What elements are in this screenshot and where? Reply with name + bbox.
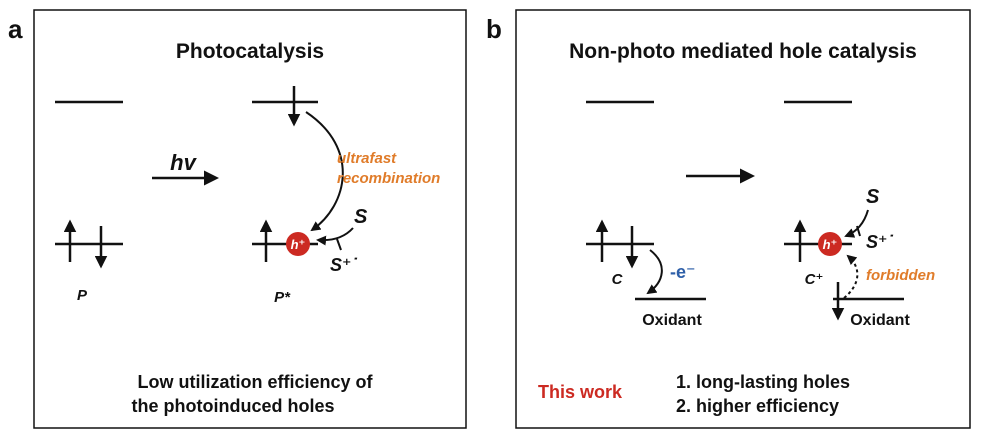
panel-a-substrate: S [354,206,368,228]
panel-b-hole-label: h⁺ [823,237,838,252]
panel-a-hole-icon [286,232,310,256]
electron-to-oxidant-arrow [646,249,663,295]
panel-a-radical-branch [336,238,342,251]
panel-a-substrate-radical: S⁺˙ [330,255,358,275]
electron-transfer-label: -e⁻ [670,262,696,282]
oxidant-label-left: Oxidant [642,312,702,329]
annotation-recombination: recombination [337,170,440,187]
catalyst-oxidized-label: C⁺ [805,271,824,288]
ground-state-label: P [77,287,88,304]
panel-b-frame [515,9,971,429]
panel-b-radical-branch [856,225,861,237]
feature-2-label: 2. higher efficiency [676,396,839,416]
panel-a-letter: a [8,14,23,44]
panel-b-substrate-radical: S⁺˙ [866,232,894,252]
panel-b-electron-transfer-arrow [844,209,869,238]
panel-a-title: Photocatalysis [176,40,324,63]
panel-b-letter: b [486,14,502,44]
panel-a-electron-transfer-arrow [316,227,354,246]
feature-1-label: 1. long-lasting holes [676,372,850,392]
panel-a-hole-label: h⁺ [291,237,306,252]
hv-label: hv [170,150,197,175]
panel-a-caption-line1: Low utilization efficiency of [137,372,373,392]
catalyst-label: C [612,271,624,288]
excited-state-label: P* [274,289,291,306]
this-work-label: This work [538,382,623,402]
panel-a-caption-line2: the photoinduced holes [132,396,335,416]
forbidden-back-transfer-arrow [843,254,859,299]
panel-b-substrate: S [866,186,880,208]
panel-b-title: Non-photo mediated hole catalysis [569,40,917,63]
forbidden-label: forbidden [866,267,935,284]
panel-b-hole-icon [818,232,842,256]
recombination-arrow [305,111,344,232]
annotation-ultrafast: ultrafast [337,150,397,167]
panel-a-frame [33,9,467,429]
oxidant-label-right: Oxidant [850,312,910,329]
